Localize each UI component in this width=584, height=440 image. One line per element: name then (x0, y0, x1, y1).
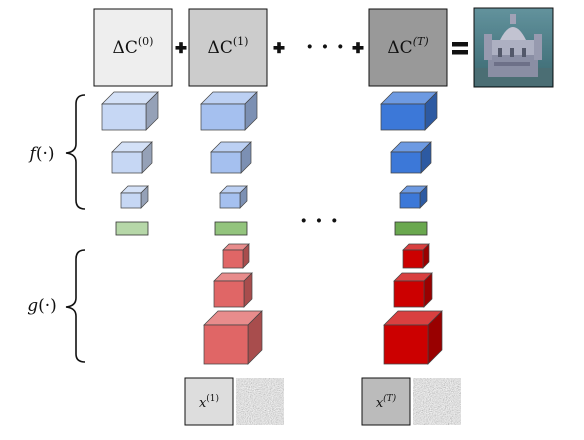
encoder-cube-medium-1-front (210, 151, 242, 174)
encoder-cube-large-0 (101, 91, 159, 131)
delta-c-0-box: ΔC(0) (93, 8, 173, 87)
noise-texture-icon (236, 378, 284, 425)
top-ellipsis: · · · (306, 34, 344, 60)
equation-row: ΔC(0) ΔC(1) · · · ΔC(T) (93, 7, 554, 88)
encoder-cube-medium-0-front (111, 151, 143, 174)
x-t-label: x(T) (376, 393, 397, 411)
encoder-cube-small-0 (120, 185, 149, 209)
f-brace-icon (65, 94, 86, 210)
latent-code-bar-0 (115, 221, 149, 236)
encoder-cube-small-0-front (120, 192, 142, 209)
delta-c-t-rect (368, 8, 448, 87)
encoder-cube-small-1 (219, 185, 248, 209)
decoder-cube-medium-1-front (213, 280, 245, 308)
g-function-label: g(·) (27, 296, 57, 316)
decoder-cube-large-1-front (203, 324, 249, 365)
f-function-label: f(·) (28, 144, 55, 164)
encoder-cube-small-t-front (399, 192, 421, 209)
delta-c-t-label: ΔC(T) (387, 35, 428, 58)
encoder-cube-medium-t-front (390, 151, 422, 174)
latent-code-bar-t (394, 221, 428, 236)
cube-layers (101, 91, 443, 365)
cathedral-painting-icon (473, 7, 554, 88)
encoder-cube-medium-0 (111, 141, 153, 174)
latent-code-bar-1 (214, 221, 248, 236)
encoder-cube-small-1-front (219, 192, 241, 209)
g-brace-icon (65, 249, 86, 363)
encoder-cube-medium-1 (210, 141, 252, 174)
encoder-cube-large-0-front (101, 103, 147, 131)
g-function-group: g(·) (27, 249, 86, 363)
encoder-cube-large-t (380, 91, 438, 131)
encoder-cube-large-1 (200, 91, 258, 131)
encoder-cube-large-1-front (200, 103, 246, 131)
decoder-cube-medium-t (393, 272, 433, 308)
decoder-cube-small-t-front (402, 249, 424, 269)
x-1-rect (184, 377, 234, 426)
delta-c-t-box: ΔC(T) (368, 8, 448, 87)
encoder-cube-small-t (399, 185, 428, 209)
decoder-cube-large-t-front (383, 324, 429, 365)
x-1-label: x(1) (199, 393, 219, 411)
encoder-cube-medium-t (390, 141, 432, 174)
input-t-group: x(T) (361, 377, 461, 426)
plus-icon (273, 42, 285, 54)
plus-icon (175, 42, 187, 54)
middle-ellipsis: · · · (300, 208, 338, 234)
delta-c-1-box: ΔC(1) (188, 8, 268, 87)
delta-c-1-label: ΔC(1) (208, 35, 249, 58)
equals-icon (452, 42, 468, 55)
decoder-cube-large-t (383, 310, 443, 365)
decoder-cube-small-1 (222, 243, 250, 269)
decoder-cube-medium-1 (213, 272, 253, 308)
delta-c-0-rect (93, 8, 173, 87)
decoder-cube-medium-t-front (393, 280, 425, 308)
decoder-cube-small-t (402, 243, 430, 269)
plus-icon (352, 42, 364, 54)
decoder-cube-large-1 (203, 310, 263, 365)
f-function-group: f(·) (28, 94, 86, 210)
delta-c-0-label: ΔC(0) (113, 35, 154, 58)
x-t-rect (361, 377, 411, 426)
input-1-group: x(1) (184, 377, 284, 426)
decoder-cube-small-1-front (222, 249, 244, 269)
noise-texture-icon (413, 378, 461, 425)
encoder-cube-large-t-front (380, 103, 426, 131)
delta-c-1-rect (188, 8, 268, 87)
